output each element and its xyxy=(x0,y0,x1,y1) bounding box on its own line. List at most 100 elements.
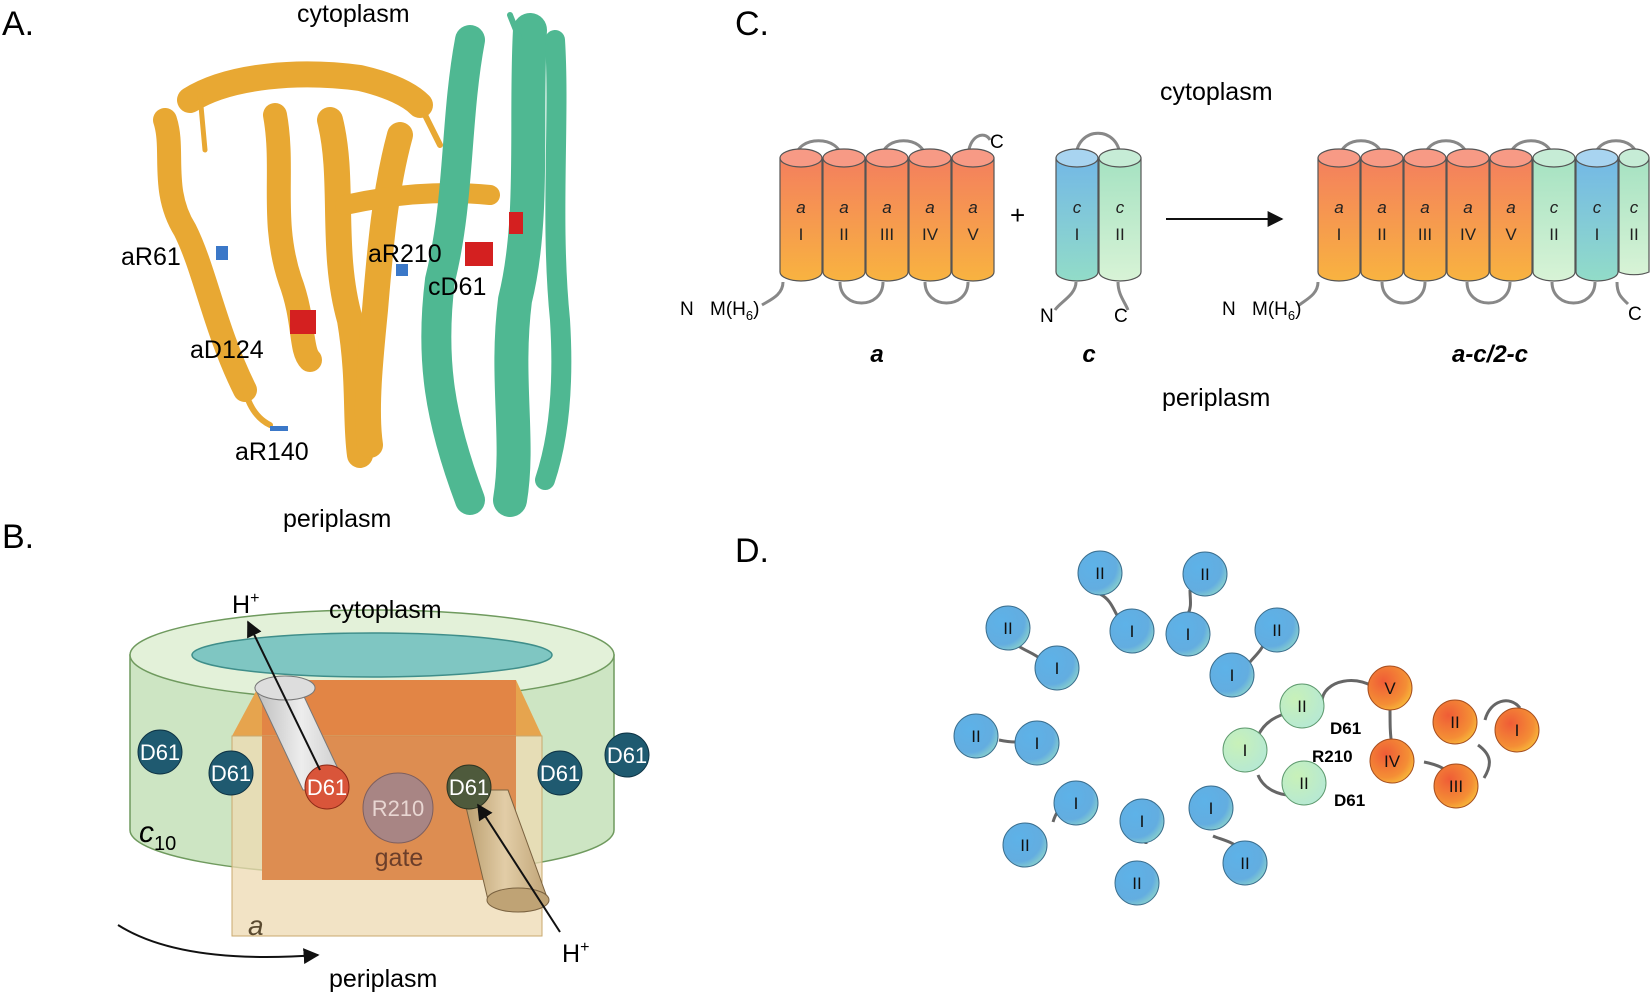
residue-ad124-marker xyxy=(290,310,316,334)
panel-a: cytoplasm periplasm aR61 aD124 xyxy=(121,0,572,533)
svg-text:II: II xyxy=(1115,225,1124,244)
c-n-terminus: N xyxy=(1040,306,1054,327)
svg-text:c: c xyxy=(1116,198,1125,217)
svg-text:I: I xyxy=(1186,625,1191,644)
r210-label: R210 xyxy=(372,796,425,821)
fusion-helix-6: c II xyxy=(1532,148,1576,282)
svg-text:I: I xyxy=(1035,734,1040,753)
panel-b-cytoplasm-label: cytoplasm xyxy=(329,596,442,624)
label-d61-upper: D61 xyxy=(1330,719,1361,738)
svg-text:I: I xyxy=(1074,794,1079,813)
panel-c: cytoplasm periplasm a I a II xyxy=(680,78,1650,412)
a-m-h6: M(H6) xyxy=(710,299,759,323)
svg-text:I: I xyxy=(799,225,804,244)
helix-a-3: a III xyxy=(865,148,909,282)
svg-text:II: II xyxy=(1272,621,1281,640)
label-ar140: aR140 xyxy=(235,438,309,466)
svg-text:II: II xyxy=(1377,225,1386,244)
svg-text:II: II xyxy=(1240,854,1249,873)
fusion-c-circles: II I II xyxy=(1222,683,1327,806)
fusion-helix-2: a II xyxy=(1360,148,1404,282)
d61-site-1 xyxy=(137,729,183,775)
rotation-arrow xyxy=(117,924,320,965)
svg-text:II: II xyxy=(1132,874,1141,893)
d61-label-6: D61 xyxy=(607,743,647,768)
label-d61-lower: D61 xyxy=(1334,791,1365,810)
svg-text:III: III xyxy=(880,225,894,244)
fusion-helix-5: a V xyxy=(1489,148,1533,282)
d61-label-5: D61 xyxy=(540,761,580,786)
svg-text:a: a xyxy=(1420,198,1429,217)
gate-label: gate xyxy=(375,844,424,872)
helix-a-2: a II xyxy=(822,148,866,282)
residue-cd61-marker-2 xyxy=(509,212,523,234)
svg-text:I: I xyxy=(1515,721,1520,740)
svg-text:I: I xyxy=(1140,812,1145,831)
subunit-a-ribbon xyxy=(153,61,500,468)
svg-text:c: c xyxy=(1073,198,1082,217)
caption-a: a xyxy=(870,341,883,368)
c-monomer-8: I II xyxy=(1188,785,1268,886)
d61-site-5 xyxy=(537,750,583,796)
svg-text:V: V xyxy=(967,225,979,244)
svg-text:I: I xyxy=(1075,225,1080,244)
svg-text:II: II xyxy=(1020,836,1029,855)
half-channel-cytoplasmic xyxy=(254,675,349,791)
d61-label-4: D61 xyxy=(449,775,489,800)
residue-cd61-marker xyxy=(465,242,493,266)
svg-text:II: II xyxy=(839,225,848,244)
fusion-a-circles: V IV II I III xyxy=(1367,665,1540,809)
plus-sign: + xyxy=(1010,200,1025,230)
svg-text:II: II xyxy=(1629,225,1638,244)
panel-d-letter: D. xyxy=(735,532,769,570)
helix-a-4: a IV xyxy=(908,148,952,282)
fusion-n-terminus: N xyxy=(1222,299,1236,320)
svg-text:V: V xyxy=(1384,679,1396,698)
svg-text:I: I xyxy=(1130,622,1135,641)
panel-a-cytoplasm-label: cytoplasm xyxy=(297,0,410,28)
svg-text:II: II xyxy=(971,727,980,746)
svg-text:a: a xyxy=(796,198,805,217)
c-monomer-1: II I xyxy=(1077,550,1155,654)
c-monomer-6: I II xyxy=(1002,780,1099,868)
panel-a-letter: A. xyxy=(2,5,34,43)
proton-top-label: H+ xyxy=(232,590,259,619)
d61-site-2 xyxy=(208,750,254,796)
svg-text:I: I xyxy=(1055,659,1060,678)
svg-text:I: I xyxy=(1337,225,1342,244)
d61-label-3: D61 xyxy=(307,775,347,800)
a-c-terminus: C xyxy=(990,132,1004,153)
svg-text:II: II xyxy=(1297,697,1306,716)
c-monomer-7: I II xyxy=(1114,798,1165,906)
svg-text:a: a xyxy=(1334,198,1343,217)
subunit-c-helices: c I c II xyxy=(1055,148,1142,282)
proton-entry-arrow xyxy=(477,803,561,933)
panel-b: D61 D61 D61 D61 D61 D61 R210 gate cytopl… xyxy=(117,590,650,993)
panel-c-periplasm-label: periplasm xyxy=(1162,384,1270,412)
residue-ar210-marker xyxy=(396,264,408,276)
svg-text:IV: IV xyxy=(922,225,939,244)
panel-b-letter: B. xyxy=(2,518,34,556)
subunit-a-helices: a I a II a III a IV xyxy=(779,148,995,282)
fusion-c-terminus: C xyxy=(1628,304,1642,325)
svg-text:a: a xyxy=(968,198,977,217)
svg-text:V: V xyxy=(1505,225,1517,244)
panel-b-periplasm-label: periplasm xyxy=(329,965,437,993)
d61-label-2: D61 xyxy=(211,761,251,786)
helix-a-1: a I xyxy=(779,148,823,282)
c10-ring-pore xyxy=(191,632,553,678)
svg-text:I: I xyxy=(1209,799,1214,818)
panel-c-cytoplasm-label: cytoplasm xyxy=(1160,78,1273,106)
fusion-helix-8: c II xyxy=(1618,148,1650,276)
subunit-a-label: a xyxy=(248,910,264,941)
panel-a-periplasm-label: periplasm xyxy=(283,505,391,533)
subunit-c-ribbon xyxy=(421,12,572,517)
label-ar61: aR61 xyxy=(121,243,181,271)
c-monomer-2: II I xyxy=(1165,551,1228,657)
caption-fusion: a-c/2-c xyxy=(1452,341,1528,368)
helix-c-2: c II xyxy=(1098,148,1142,282)
c-c-terminus: C xyxy=(1114,306,1128,327)
fusion-helix-1: a I xyxy=(1317,148,1361,282)
label-ad124: aD124 xyxy=(190,336,264,364)
